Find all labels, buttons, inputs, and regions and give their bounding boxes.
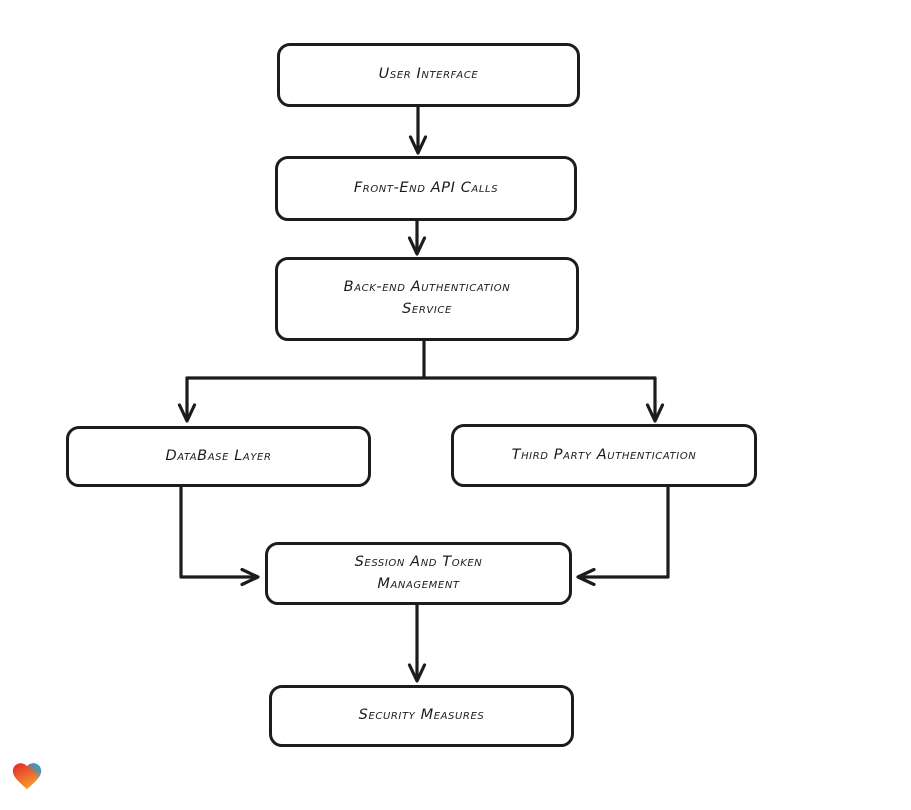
node-label: Back-end Authentication Service bbox=[343, 279, 511, 317]
heart-gradient-icon bbox=[12, 763, 42, 790]
node-database-layer: DataBase Layer bbox=[66, 426, 371, 487]
node-front-end-api-calls: Front-End API Calls bbox=[275, 156, 577, 221]
node-label: Front-End API Calls bbox=[353, 179, 499, 196]
edge-database-to-session-arrowhead bbox=[240, 567, 260, 587]
heart-logo[interactable] bbox=[10, 759, 44, 793]
node-user-interface: User Interface bbox=[277, 43, 580, 107]
node-session-and-token-management: Session And Token Management bbox=[265, 542, 572, 605]
edge-backend-to-database-arrowhead bbox=[177, 403, 197, 423]
edge-frontend-to-backend-arrowhead bbox=[407, 236, 427, 256]
node-label: Third Party Authentication bbox=[511, 446, 697, 463]
edge-session-to-security-arrowhead bbox=[407, 663, 427, 683]
edge-ui-to-frontend-arrowhead bbox=[408, 135, 428, 155]
edge-database-to-session bbox=[179, 485, 259, 579]
node-back-end-authentication-service: Back-end Authentication Service bbox=[275, 257, 579, 341]
node-security-measures: Security Measures bbox=[269, 685, 574, 747]
node-label: DataBase Layer bbox=[165, 447, 272, 464]
edge-backend-to-thirdparty-arrowhead bbox=[645, 403, 665, 423]
node-label: Session And Token Management bbox=[354, 553, 483, 592]
edge-thirdparty-to-session bbox=[577, 485, 670, 579]
node-label: User Interface bbox=[378, 66, 479, 83]
node-third-party-authentication: Third Party Authentication bbox=[451, 424, 757, 487]
edge-thirdparty-to-session-arrowhead bbox=[576, 567, 596, 587]
node-label: Security Measures bbox=[358, 707, 485, 724]
